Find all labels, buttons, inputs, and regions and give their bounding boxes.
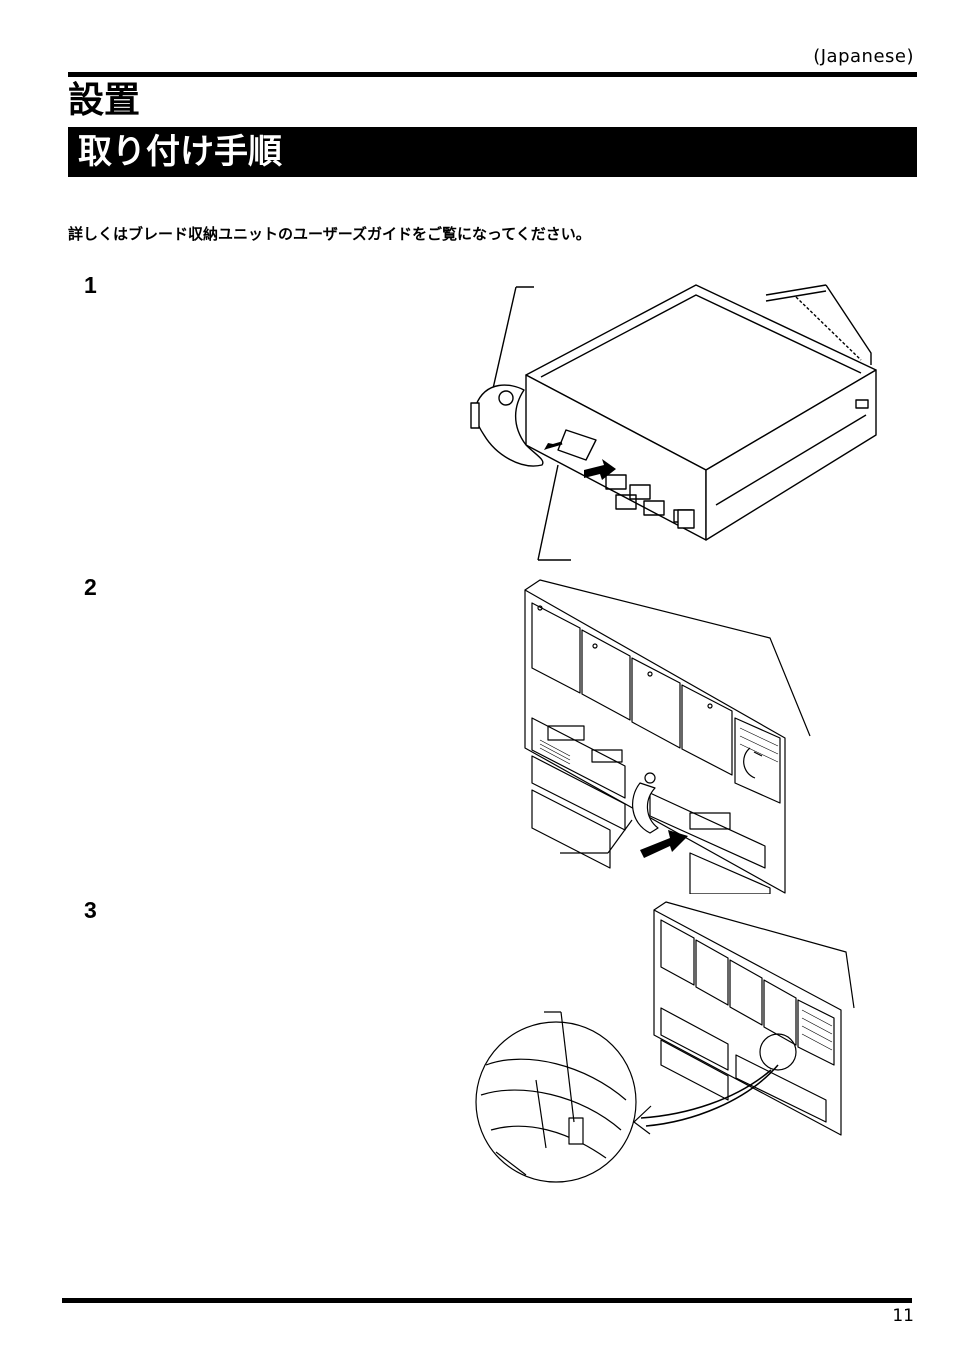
language-label: (Japanese) (813, 46, 914, 67)
step-number-2: 2 (84, 574, 97, 600)
step-number-1: 1 (84, 272, 97, 298)
bottom-rule (62, 1298, 912, 1303)
step-3-illustration (475, 901, 855, 1183)
step-number-3: 3 (84, 897, 97, 923)
step-2-illustration (524, 579, 811, 894)
page-number: 11 (892, 1306, 914, 1326)
top-rule (68, 72, 917, 77)
intro-text: 詳しくはブレード収納ユニットのユーザーズガイドをご覧になってください。 (68, 225, 591, 243)
subheading-bar: 取り付け手順 (68, 127, 917, 177)
step-1-illustration (470, 284, 877, 561)
page-heading: 設置 (68, 80, 141, 121)
subheading: 取り付け手順 (78, 132, 282, 172)
